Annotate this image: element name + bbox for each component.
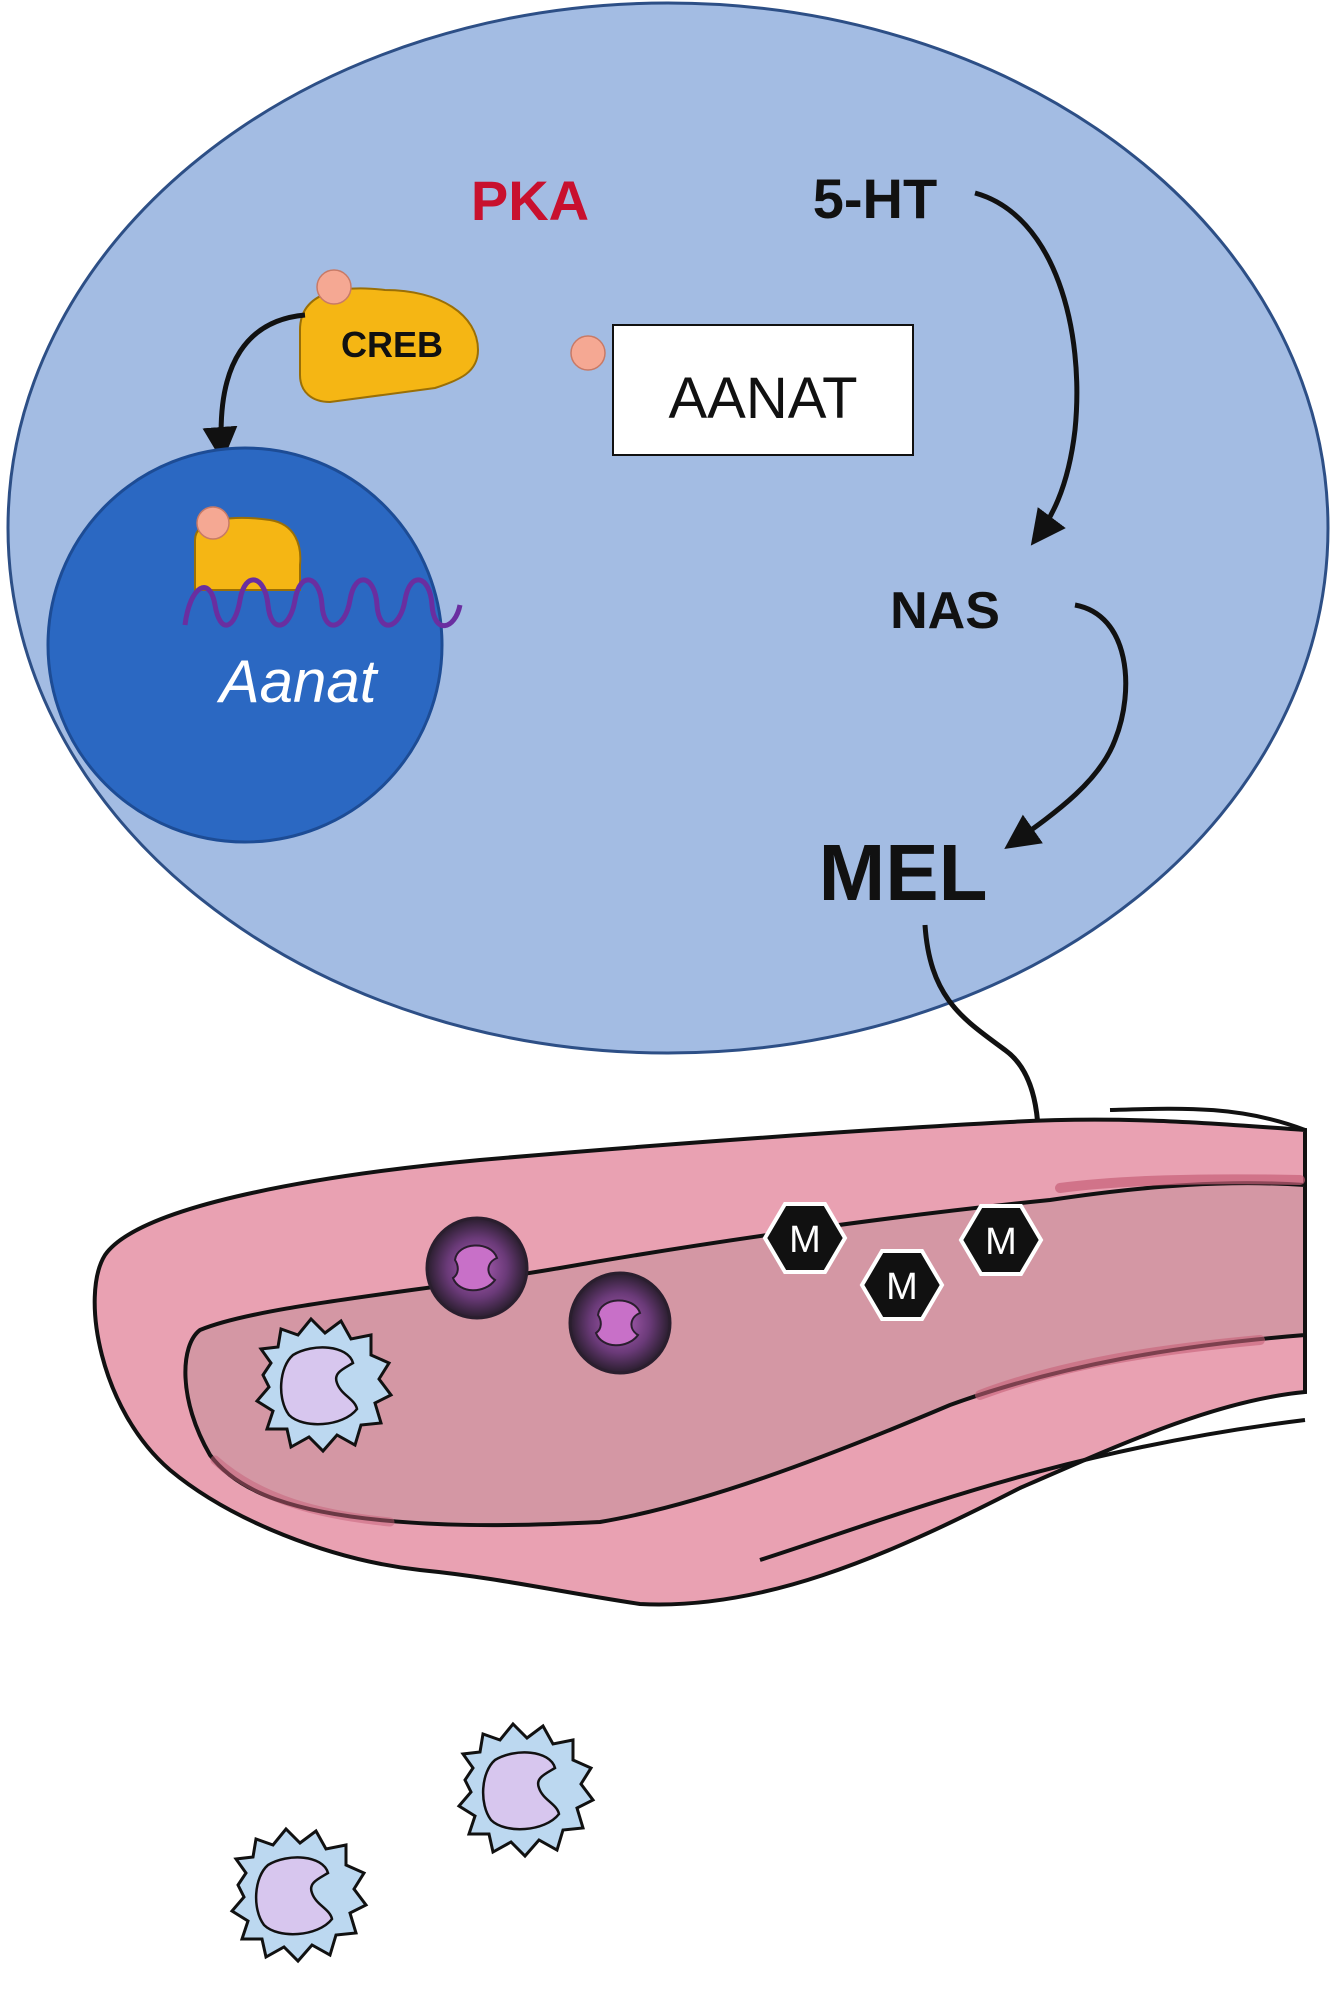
creb-protein: CREB (299, 269, 480, 404)
nas-to-mel-arrow (1004, 602, 1129, 850)
serotonin-label: 5-HT (813, 167, 937, 230)
serotonin-to-nas-arrow (974, 190, 1080, 546)
vessel-accent-1 (1055, 1174, 1305, 1193)
neutrophil-1 (425, 1216, 529, 1320)
creb-phosphate-icon (316, 269, 352, 305)
pka-label: PKA (471, 169, 589, 232)
aanat-protein-box (612, 324, 914, 456)
aanat-gene-label: Aanat (217, 648, 379, 715)
creb-to-nucleus-arrow (202, 312, 306, 462)
immune-cell-in-vessel (254, 1316, 394, 1454)
dna-coil (182, 577, 463, 629)
melatonin-marker-2-label: M (886, 1266, 918, 1308)
neutrophil-2 (568, 1271, 672, 1375)
melatonin-marker-1-label: M (789, 1219, 821, 1261)
nucleus: Aanat (46, 446, 463, 844)
melatonin-marker-1: M (762, 1202, 848, 1274)
nucleus-body (46, 446, 444, 844)
aanat-protein: AANAT (570, 324, 914, 456)
melatonin-marker-2: M (859, 1249, 945, 1321)
creb-label: CREB (341, 324, 443, 365)
melatonin-marker-3: M (958, 1204, 1044, 1276)
nas-label: NAS (890, 582, 1000, 640)
aanat-phosphate-icon (570, 335, 606, 371)
bound-creb-phosphate-icon (196, 506, 230, 540)
aanat-protein-label: AANAT (668, 366, 857, 431)
immune-cell-outside-1 (456, 1721, 596, 1859)
melatonin-marker-3-label: M (985, 1221, 1017, 1263)
mel-label: MEL (819, 828, 988, 917)
vessel-accent-3 (210, 1455, 395, 1527)
vessel-accent-2 (975, 1335, 1265, 1400)
vessel-top-line (1109, 1106, 1306, 1132)
vessel-outer-tail (759, 1418, 1306, 1562)
immune-cell-outside-2 (229, 1826, 369, 1964)
